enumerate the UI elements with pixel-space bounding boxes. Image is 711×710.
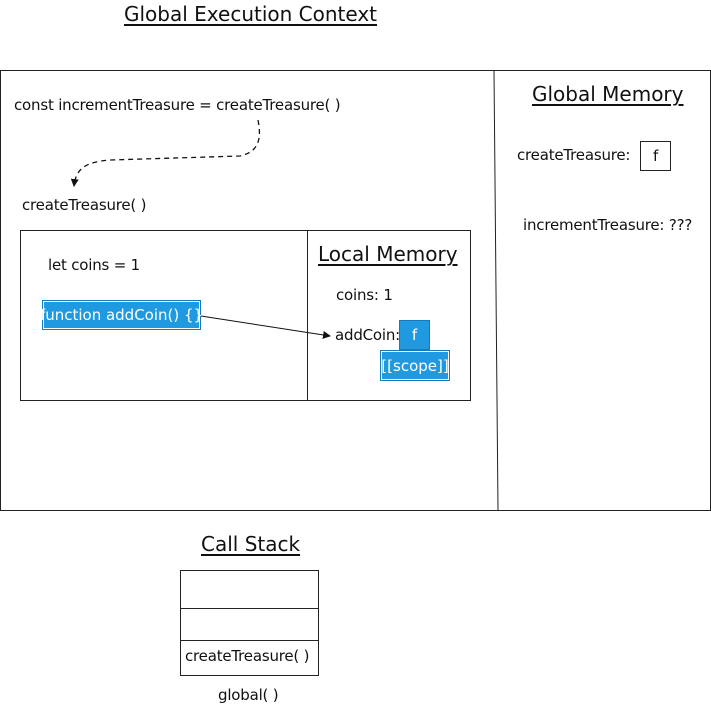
local-execution-context-frame [20, 230, 471, 401]
call-stack-global-label: global( ) [218, 686, 279, 704]
global-memory-title: Global Memory [532, 82, 684, 106]
call-stack-slot-1 [181, 571, 318, 609]
call-stack-title: Call Stack [201, 532, 301, 556]
global-code-line: const incrementTreasure = createTreasure… [14, 96, 341, 114]
scope-label: [[scope]] [381, 356, 449, 375]
create-treasure-call-label: createTreasure( ) [22, 196, 147, 214]
local-memory-title: Local Memory [318, 242, 458, 266]
scope-block: [[scope]] [380, 350, 450, 381]
create-treasure-function-glyph: f [652, 147, 659, 165]
call-stack-frame: createTreasure( ) [180, 570, 319, 676]
addcoin-function-glyph: f [411, 326, 418, 344]
call-stack-create-treasure-frame: createTreasure( ) [185, 647, 310, 665]
function-addcoin-block: function addCoin() {} [39, 300, 204, 330]
global-execution-context-title: Global Execution Context [124, 2, 378, 26]
addcoin-function-value: f [399, 320, 430, 350]
local-addcoin-label: addCoin: [335, 326, 401, 344]
call-stack-slot-2 [181, 609, 318, 641]
global-create-treasure-label: createTreasure: [517, 146, 631, 164]
increment-treasure-value: ??? [668, 216, 693, 234]
global-increment-treasure-entry: incrementTreasure: ??? [523, 216, 692, 234]
local-coins-entry: coins: 1 [336, 286, 393, 304]
local-context-divider [307, 230, 308, 401]
let-coins-line: let coins = 1 [48, 256, 141, 274]
global-create-treasure-value: f [640, 141, 671, 171]
increment-treasure-label: incrementTreasure: [523, 216, 665, 234]
function-addcoin-label: function addCoin() {} [39, 306, 204, 324]
